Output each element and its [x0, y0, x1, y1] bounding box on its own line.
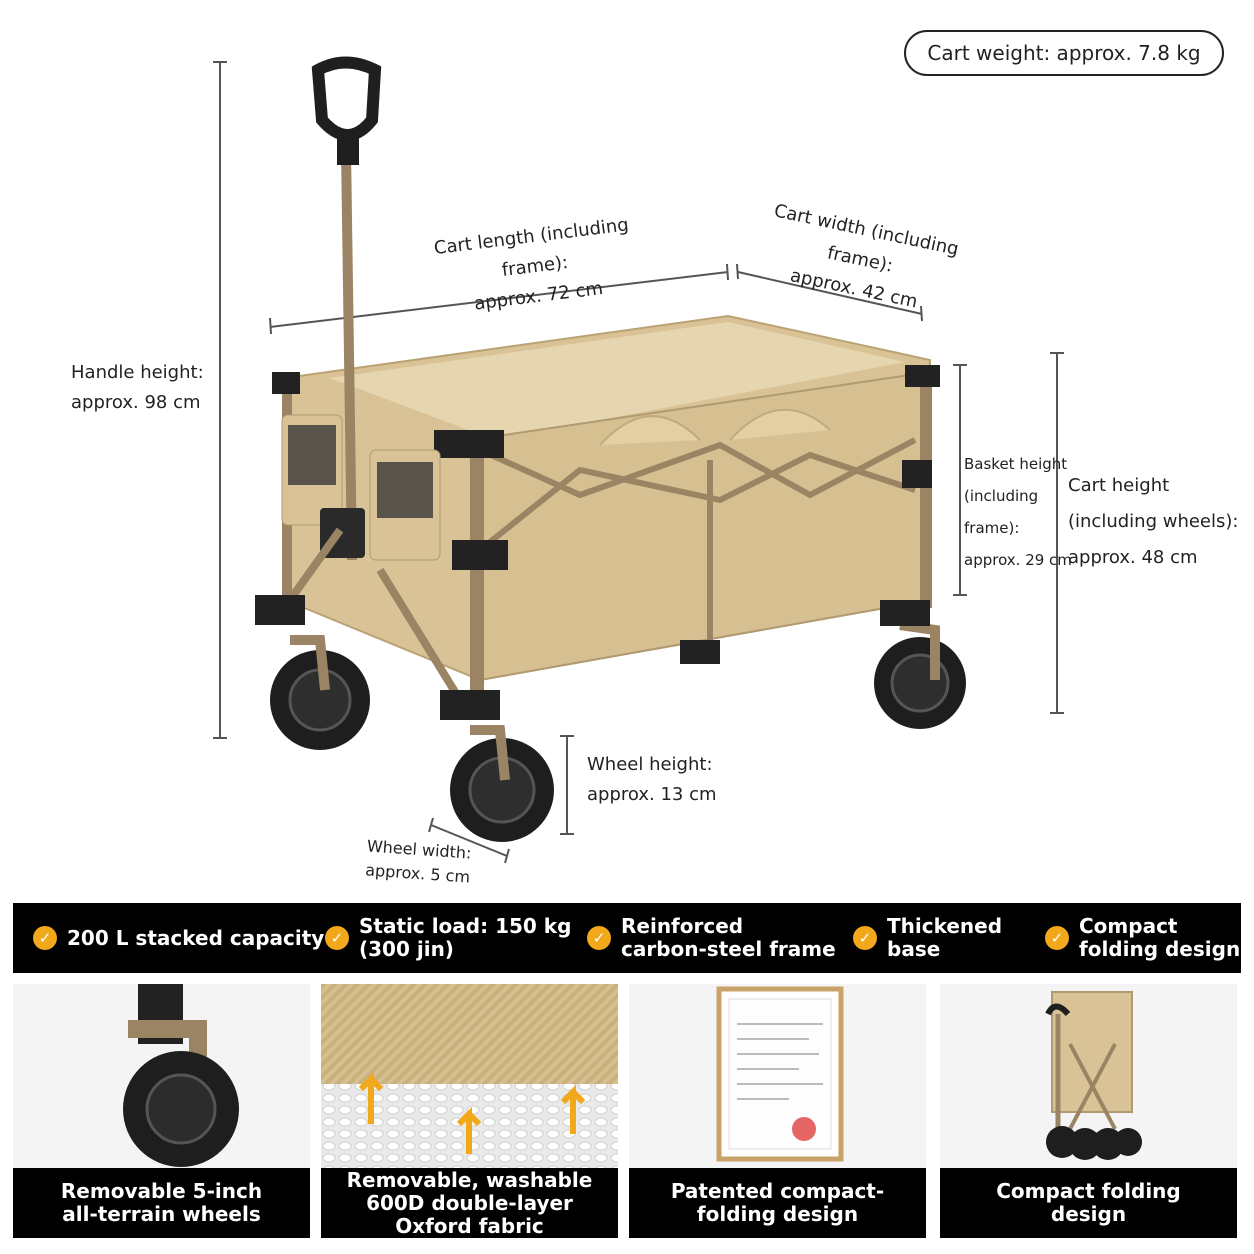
folded-cart-image — [1045, 991, 1142, 1160]
weight-text: Cart weight: approx. 7.8 kg — [927, 41, 1201, 65]
check-icon: ✓ — [33, 926, 57, 950]
check-icon: ✓ — [1045, 926, 1069, 950]
check-icon: ✓ — [587, 926, 611, 950]
handle-height-label: Handle height: approx. 98 cm — [71, 362, 204, 413]
feature-bar: ✓ 200 L stacked capacity ✓ Static load: … — [13, 903, 1241, 973]
feature-static-load: ✓ Static load: 150 kg(300 jin) — [325, 915, 571, 961]
cart-wheels — [255, 527, 966, 842]
dimension-lines — [213, 61, 1064, 864]
panel-patent: Patented compact-folding design — [629, 984, 926, 1238]
cart-height-label: Cart height (including wheels): approx. … — [1068, 475, 1239, 568]
check-icon: ✓ — [325, 926, 349, 950]
cup-holders — [281, 414, 441, 561]
fabric-closeup-image — [321, 984, 618, 1174]
cart-basket — [272, 314, 940, 690]
feature-capacity: ✓ 200 L stacked capacity — [33, 926, 324, 950]
wheel-width-label: Wheel width: approx. 5 cm — [364, 836, 473, 887]
wheel-closeup-image — [123, 984, 239, 1167]
weight-badge: Cart weight: approx. 7.8 kg — [904, 30, 1224, 76]
check-icon: ✓ — [853, 926, 877, 950]
wheel-height-label: Wheel height: approx. 13 cm — [587, 754, 717, 805]
panel-caption: Patented compact-folding design — [629, 1168, 926, 1238]
cart-illustration — [213, 56, 1064, 864]
patent-certificate-image — [716, 986, 844, 1162]
basket-height-label: Basket height (including frame): approx.… — [964, 455, 1072, 569]
